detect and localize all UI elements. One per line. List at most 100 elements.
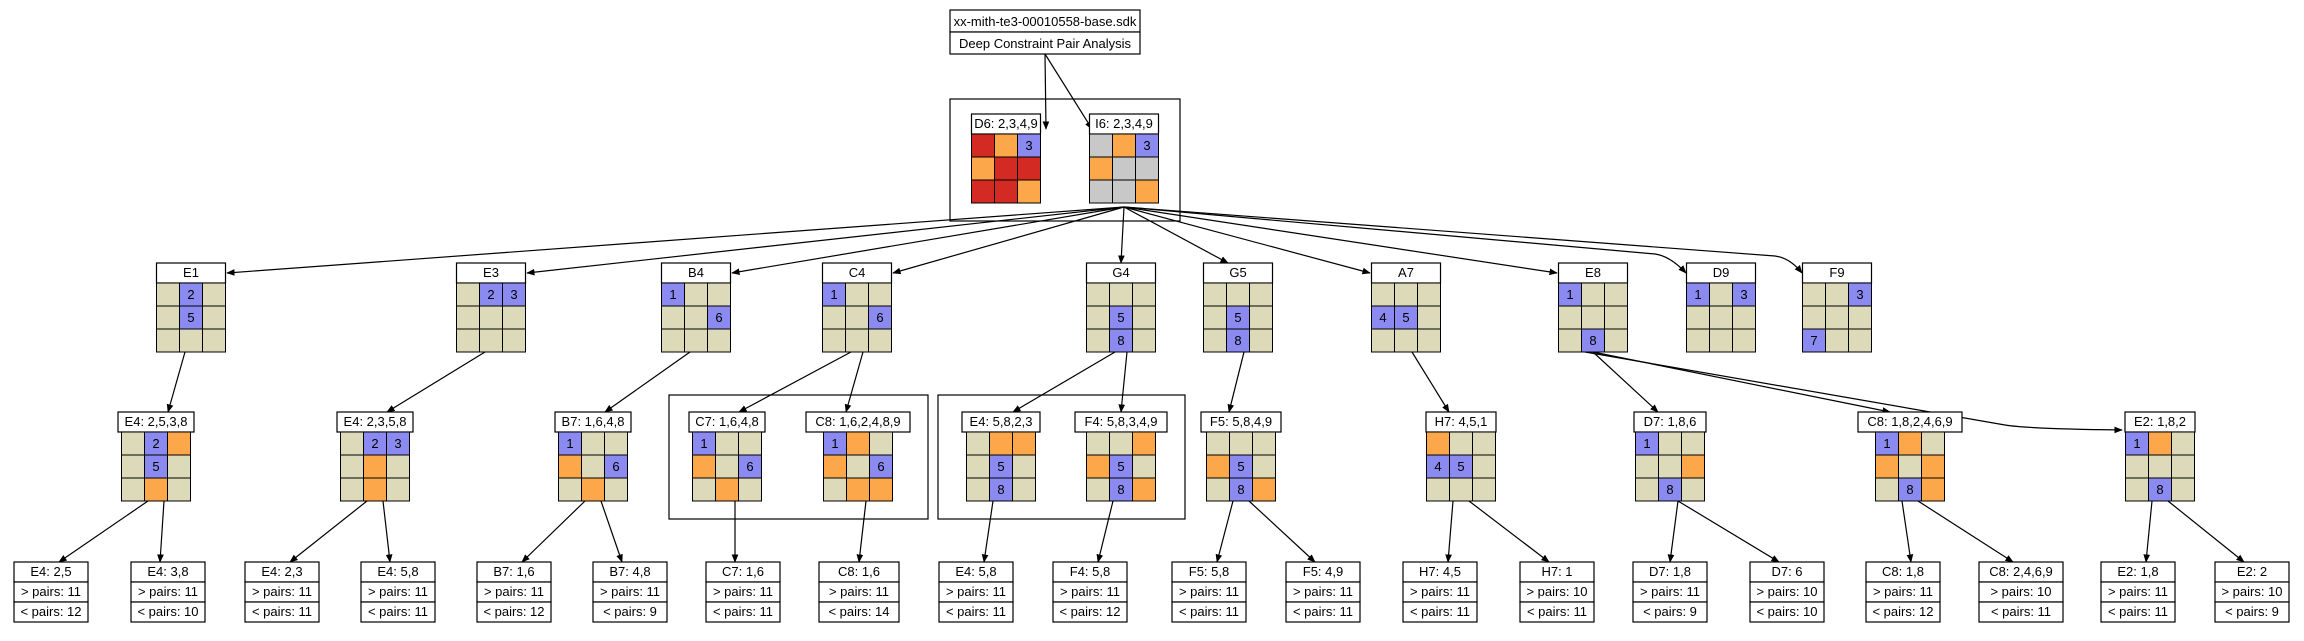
leaf-node: F4: 5,8> pairs: 11< pairs: 12: [1052, 561, 1128, 623]
grid-cell: [846, 431, 870, 456]
grid-cell: [1089, 133, 1113, 158]
leaf-title: E4: 3,8: [147, 564, 188, 579]
node-label: E4: 5,8,2,3: [970, 414, 1033, 429]
cell-digit: 5: [1237, 459, 1244, 474]
grid-cell: [869, 431, 893, 456]
grid-cell: [1226, 282, 1250, 307]
grid-cell: [1681, 454, 1705, 479]
leaf-lt-pairs: < pairs: 9: [1643, 604, 1697, 619]
grid-cell: [1635, 454, 1659, 479]
edge-to-leaf: [1468, 500, 1550, 563]
cell-digit: 6: [715, 310, 722, 325]
node-label: D7: 1,8,6: [1644, 414, 1697, 429]
root-title: xx-mith-te3-00010558-base.sdk: [954, 14, 1137, 29]
grid-cell: [1089, 156, 1113, 181]
leaf-title: F5: 4,9: [1303, 564, 1343, 579]
grid-cell: [661, 305, 685, 330]
grid-cell: [1802, 305, 1826, 330]
cell-digit: 8: [1117, 482, 1124, 497]
grid-cell: [386, 454, 410, 479]
cell-digit: 8: [1906, 482, 1913, 497]
cell-digit: 2: [187, 287, 194, 302]
node-label: E8: [1585, 265, 1601, 280]
leaf-gt-pairs: > pairs: 10: [1756, 584, 1817, 599]
edge-to-leaf: [1096, 500, 1114, 563]
leaf-lt-pairs: < pairs: 11: [1527, 604, 1587, 619]
node-label: B7: 1,6,4,8: [562, 414, 625, 429]
leaf-node: C8: 2,4,6,9> pairs: 10< pairs: 11: [1978, 561, 2064, 623]
edge-to-leaf: [2167, 500, 2245, 563]
grid-cell: [707, 328, 731, 353]
grid-cell: [1132, 282, 1156, 307]
edge-to-e1c: [166, 351, 186, 413]
grid-cell: [1206, 431, 1230, 456]
grid-cell: [1086, 454, 1110, 479]
grid-cell: [971, 156, 995, 181]
grid-cell: [715, 454, 739, 479]
leaf-node: C8: 1,8> pairs: 11< pairs: 12: [1865, 561, 1941, 623]
grid-cell: [1709, 328, 1733, 353]
edge-root-i6: [1044, 53, 1093, 130]
cell-digit: 5: [187, 310, 194, 325]
edge-to-e8a: [1592, 351, 1659, 413]
leaf-title: E4: 2,3: [261, 564, 302, 579]
cell-digit: 1: [1694, 287, 1701, 302]
node-label: C8: 1,6,2,4,8,9: [815, 414, 900, 429]
node-e8b: C8: 1,8,2,4,6,918: [1857, 411, 1963, 502]
grid-cell: [167, 431, 191, 456]
leaf-gt-pairs: > pairs: 11: [368, 584, 428, 599]
cell-digit: 1: [669, 287, 676, 302]
grid-cell: [1249, 305, 1273, 330]
leaf-lt-pairs: < pairs: 12: [1872, 604, 1933, 619]
node-label: F9: [1829, 265, 1844, 280]
node-e1c: E4: 2,5,3,825: [117, 411, 195, 502]
grid-cell: [179, 328, 203, 353]
node-c4b: C8: 1,6,2,4,8,916: [805, 411, 911, 502]
grid-cell: [121, 431, 145, 456]
edge-to-b4c: [604, 351, 691, 413]
node-label: B4: [688, 265, 704, 280]
leaf-gt-pairs: > pairs: 11: [21, 584, 81, 599]
grid-cell: [167, 454, 191, 479]
cell-digit: 3: [1856, 287, 1863, 302]
leaf-gt-pairs: > pairs: 11: [1293, 584, 1353, 599]
edge-to-c4: [892, 206, 1125, 275]
grid-cell: [715, 431, 739, 456]
grid-cell: [966, 477, 990, 502]
leaf-lt-pairs: < pairs: 11: [2108, 604, 2168, 619]
grid-cell: [1017, 179, 1041, 204]
leaf-node: F5: 5,8> pairs: 11< pairs: 11: [1171, 561, 1247, 623]
cell-digit: 6: [746, 459, 753, 474]
grid-cell: [1732, 328, 1756, 353]
node-e8a: D7: 1,8,618: [1633, 411, 1707, 502]
edge-to-leaf: [382, 500, 393, 563]
grid-cell: [1132, 454, 1156, 479]
cell-digit: 3: [1025, 138, 1032, 153]
node-label: G5: [1229, 265, 1246, 280]
grid-cell: [684, 282, 708, 307]
leaf-node: E2: 2> pairs: 10< pairs: 9: [2214, 561, 2290, 623]
cell-digit: 2: [487, 287, 494, 302]
edge-to-leaf: [521, 500, 586, 563]
cell-digit: 4: [1434, 459, 1441, 474]
grid-cell: [2171, 431, 2195, 456]
grid-cell: [823, 477, 847, 502]
grid-cell: [581, 477, 605, 502]
node-label: E1: [183, 265, 199, 280]
grid-cell: [1112, 133, 1136, 158]
leaf-lt-pairs: < pairs: 11: [368, 604, 428, 619]
grid-cell: [1252, 477, 1276, 502]
edge-to-g5c: [1227, 351, 1245, 413]
grid-cell: [2171, 454, 2195, 479]
leaf-gt-pairs: > pairs: 11: [484, 584, 544, 599]
grid-cell: [1229, 431, 1253, 456]
grid-cell: [1203, 328, 1227, 353]
leaf-title: H7: 1: [1541, 564, 1572, 579]
leaf-gt-pairs: > pairs: 11: [1873, 584, 1933, 599]
leaf-node: C7: 1,6> pairs: 11< pairs: 11: [705, 561, 781, 623]
node-g4a: E4: 5,8,2,358: [961, 411, 1041, 502]
grid-cell: [994, 179, 1018, 204]
grid-cell: [1249, 328, 1273, 353]
